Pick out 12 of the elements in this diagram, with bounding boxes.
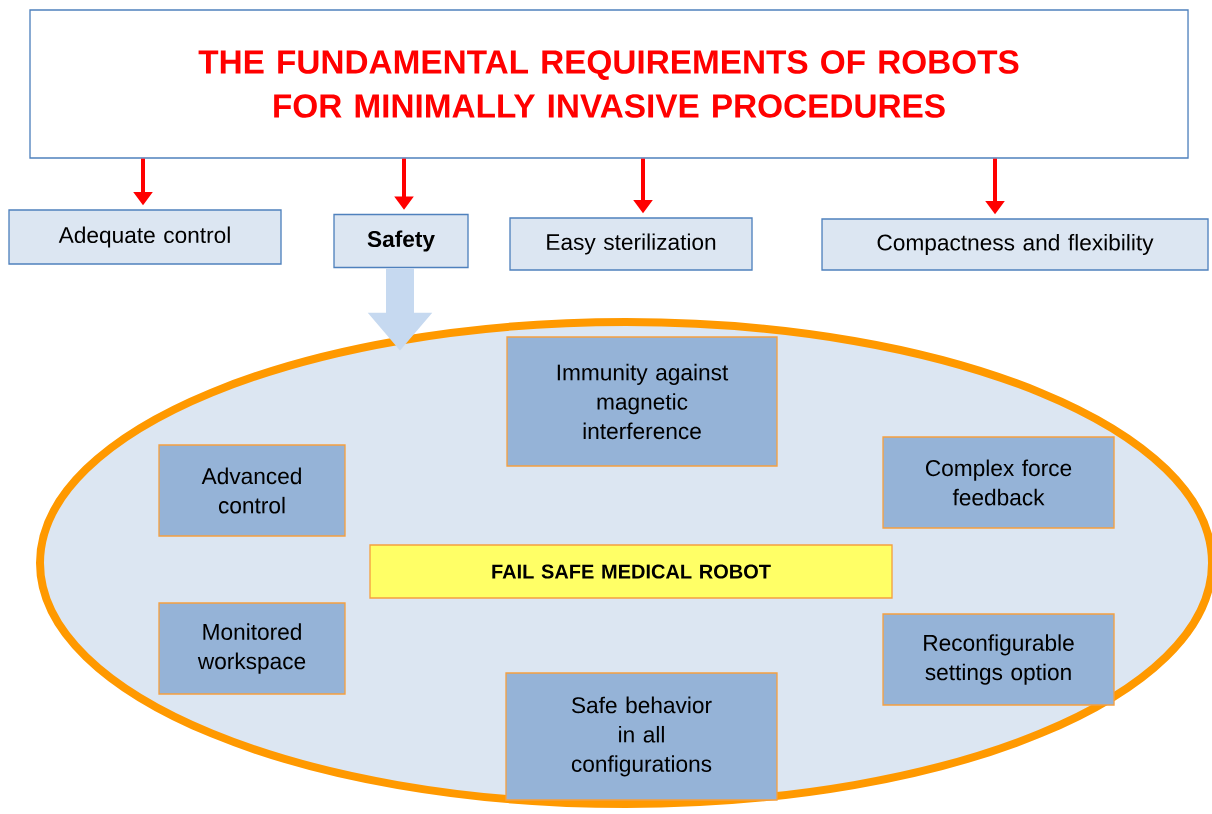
- feature-box: Advanced control: [158, 444, 346, 537]
- requirement-box: Adequate control: [8, 209, 282, 265]
- feature-box: Immunity against magnetic interference: [506, 336, 778, 467]
- feature-box: Monitored workspace: [158, 602, 346, 695]
- requirement-box: Compactness and flexibility: [821, 218, 1209, 271]
- feature-box: Reconfigurable settings option: [882, 613, 1115, 706]
- requirement-box: Easy sterilization: [509, 217, 753, 271]
- center-label-box: FAIL SAFE MEDICAL ROBOT: [369, 544, 893, 599]
- feature-box: Complex force feedback: [882, 436, 1115, 529]
- title-box: THE FUNDAMENTAL REQUIREMENTS OF ROBOTS FOR MINIMALLY INVASIVE PROCEDURES: [29, 9, 1189, 159]
- requirement-box: Safety: [333, 213, 469, 269]
- feature-box: Safe behavior in all configurations: [505, 672, 778, 801]
